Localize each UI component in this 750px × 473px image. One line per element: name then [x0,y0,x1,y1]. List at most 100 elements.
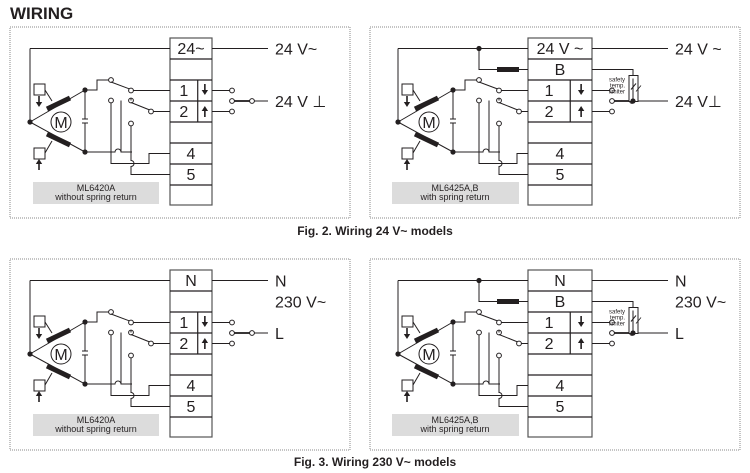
supply-label-mid: 230 V~ [675,295,726,312]
contact-terminal [496,87,502,94]
wire [630,83,637,90]
motor-icon [418,343,440,365]
terminal-label-4: 4 [556,378,565,395]
motor-icon [418,111,440,133]
section-heading: WIRING [10,4,74,23]
motor-icon [50,343,72,365]
wire [85,380,132,385]
arrow-head [403,391,411,396]
contact-terminal [496,352,502,359]
arrow-head [403,102,411,107]
arrow-up-icon [577,338,585,349]
terminal-label-5: 5 [556,167,565,184]
model-label-box [392,414,519,436]
switch-blade [498,334,520,343]
supply-label-top: 24 V~ [275,42,317,59]
wire [85,311,109,323]
terminal-label-4: 4 [556,146,565,163]
contact-terminal [249,98,255,104]
terminal-label-24V: 24 V ~ [537,41,584,58]
arrow-head [577,322,585,327]
winding-coil [45,131,72,148]
arrow-head [35,159,43,164]
contact-terminal [108,329,114,336]
wire [453,311,477,323]
contact-terminal [516,108,522,115]
arrow-up-icon [35,391,43,402]
contact-terminal [496,319,502,326]
arrow-up-icon [201,338,209,349]
supply-label-bottom: L [275,326,284,343]
terminal-label-1: 1 [179,315,188,332]
wire [412,140,421,154]
brake-wire [478,48,528,70]
wire [453,148,500,153]
arrow-down-icon [577,316,585,327]
supply-label-bottom: L [675,326,684,343]
contact-terminal [476,97,482,104]
contact-terminal [229,319,235,326]
model-description: without spring return [54,424,137,434]
wire [478,102,528,164]
brake-resistor [497,67,519,72]
model-description: without spring return [54,192,137,202]
limit-switch-box [33,315,46,328]
arrow-head [403,334,411,339]
supply-label-top: N [275,274,287,291]
wire [110,334,170,396]
panel-border [9,258,351,451]
limit-switch-box [33,147,46,160]
terminal-label-1: 1 [179,83,188,100]
arrow-up-icon [403,391,411,402]
wire [498,330,528,407]
limit-switch-box [401,315,414,328]
terminal-label-24: 24~ [177,41,204,58]
arrow-down-icon [35,328,43,339]
wire [85,148,132,153]
terminal-label-2: 2 [545,104,554,121]
switch-blade [478,81,500,90]
panel-border [369,258,741,451]
arrow-down-icon [403,328,411,339]
terminal-label-4: 4 [187,146,196,163]
wire [453,79,477,91]
contact-terminal [229,330,235,336]
arrow-head [35,334,43,339]
winding-coil [45,363,72,380]
wire [412,89,421,102]
capacitor-gap [450,119,456,123]
arrow-up-icon [201,106,209,117]
switch-blade [130,102,152,111]
wire [110,102,170,164]
junction-dot [630,98,636,104]
arrow-head [35,391,43,396]
arrow-head [201,106,209,111]
motor-symbol: M [54,115,67,132]
supply-label-top: N [675,274,687,291]
contact-terminal [229,108,235,115]
wire [478,334,528,396]
motor-symbol: M [422,347,435,364]
terminal-label-5: 5 [187,167,196,184]
arrow-head [201,322,209,327]
supply-label-bottom: 24 V⊥ [675,94,722,111]
wire [130,98,170,175]
limit-switch-box [401,379,414,392]
wire [130,330,170,407]
arrow-down-icon [35,96,43,107]
contact-terminal [516,340,522,347]
contact-terminal [128,352,134,359]
contact-terminal [128,120,134,127]
contact-terminal [476,329,482,336]
contact-terminal [609,319,615,326]
model-label-box [392,182,519,204]
contact-terminal [609,340,615,347]
panel-border [9,26,351,219]
arrow-up-icon [403,159,411,170]
terminal-label-5: 5 [187,399,196,416]
safety-limiter-label: temp. [610,316,625,322]
terminal-label-2: 2 [179,104,188,121]
